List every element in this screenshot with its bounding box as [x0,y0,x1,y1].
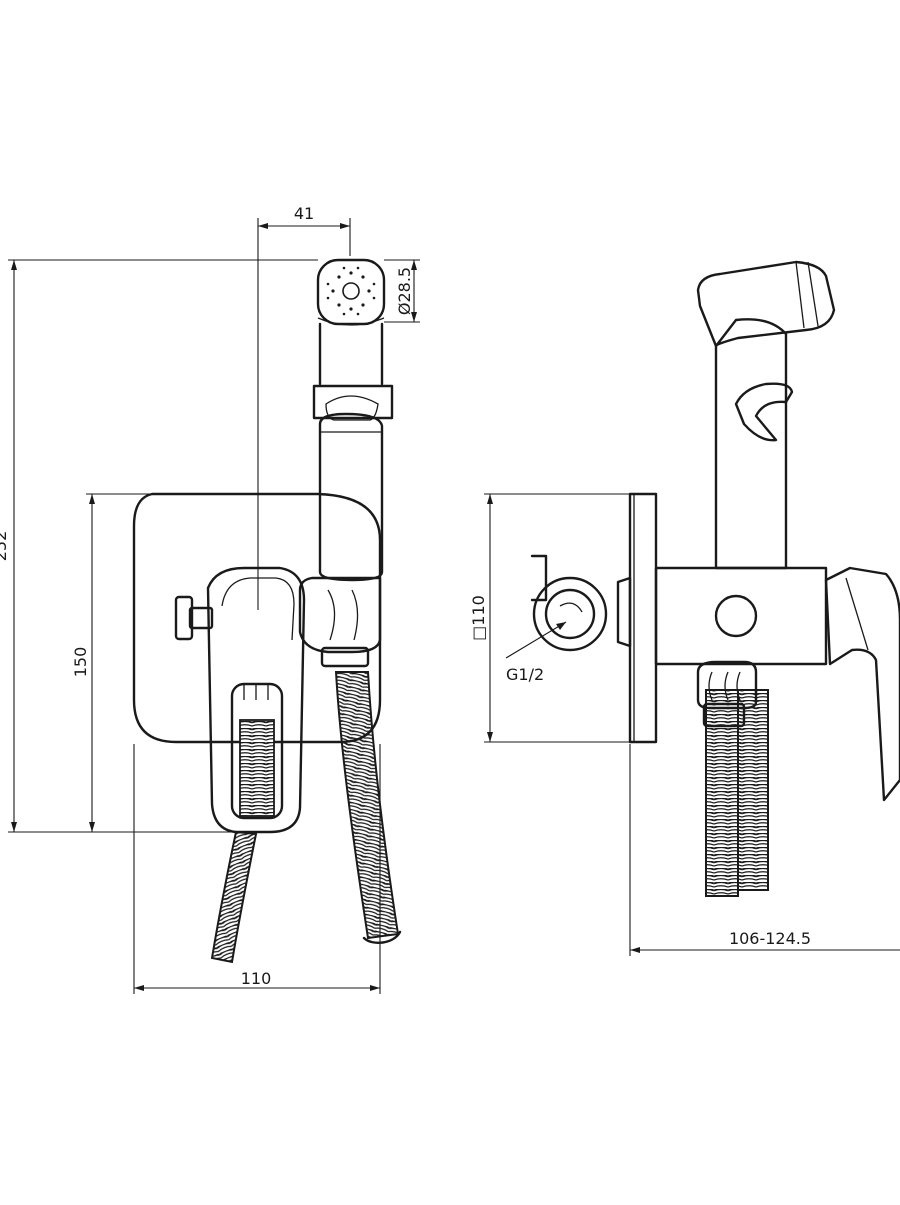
front-hose-left [210,830,258,964]
front-dimensions: 41 Ø28.5 252 150 110 [0,204,420,994]
front-view [132,218,402,964]
dim-head-diameter: Ø28.5 [395,267,414,315]
front-hose-right-end [362,930,402,944]
side-outlet-circle [714,594,758,638]
side-hose-left [705,689,739,897]
side-hand-shower [696,260,836,570]
front-hose-nut [320,646,370,668]
side-dimensions: □110 G1/2 106-124.5 [469,493,900,956]
dim-top-width: 41 [294,204,314,223]
front-hose-right [334,671,400,940]
front-backplate [132,492,382,744]
side-hose-nuts [696,660,758,728]
dim-depth-range: 106-124.5 [729,929,811,948]
side-body [654,566,828,666]
dim-thread: G1/2 [506,665,544,684]
spray-head-nozzles [326,266,376,316]
front-lever [206,566,306,834]
side-view [505,260,900,897]
side-holder [505,554,632,659]
dim-side-plate: □110 [469,595,488,641]
dim-overall-height: 252 [0,531,10,562]
front-holder-bracket [298,576,382,654]
dim-plate-height: 150 [71,647,90,678]
side-hose-right [737,689,769,891]
side-lever [824,566,900,802]
dim-plate-width: 110 [241,969,272,988]
front-diverter-knob [174,595,214,641]
front-hand-shower [312,258,394,582]
